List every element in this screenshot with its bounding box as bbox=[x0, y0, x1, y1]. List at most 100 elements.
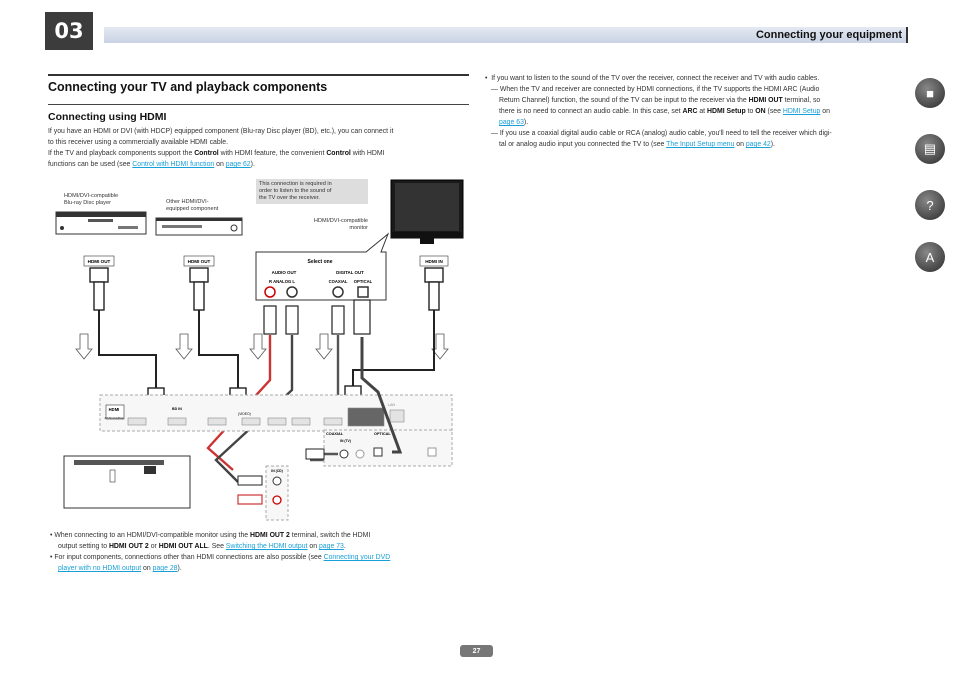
intro-line: functions can be used (see Control with … bbox=[48, 159, 473, 170]
select-one-label: Select one bbox=[307, 259, 332, 265]
label-line: Other HDMI/DVI- bbox=[166, 199, 209, 205]
text-bold: Control bbox=[194, 150, 219, 157]
header-bar bbox=[104, 27, 908, 43]
section-divider bbox=[48, 104, 469, 105]
index-icon[interactable]: A bbox=[915, 242, 945, 272]
text: on bbox=[141, 565, 153, 572]
help-icon[interactable]: ? bbox=[915, 190, 945, 220]
hdmi-setup-link[interactable]: HDMI Setup bbox=[782, 108, 821, 115]
panel-optical-label: OPTICAL bbox=[374, 432, 391, 436]
dash-item-cont: tal or analog audio input you connected … bbox=[485, 139, 905, 150]
page-number: 27 bbox=[460, 645, 493, 657]
panel-hdmi-label: HDMI bbox=[109, 407, 120, 412]
text: there is no need to connect an audio cab… bbox=[499, 108, 683, 115]
subsection-title: Connecting using HDMI bbox=[48, 111, 167, 123]
panel-bd-in-label: BD IN bbox=[172, 407, 182, 411]
section-rule bbox=[48, 74, 469, 76]
arc-note-box: This connection is required in order to … bbox=[256, 179, 368, 204]
note-item-cont: player with no HDMI output on page 28). bbox=[48, 563, 478, 574]
dash-item-cont: page 63). bbox=[485, 117, 905, 128]
note-line: the TV over the receiver. bbox=[259, 195, 320, 201]
text: (see bbox=[765, 108, 783, 115]
text: When the TV and receiver are connected b… bbox=[499, 86, 820, 93]
dash-item: — If you use a coaxial digital audio cab… bbox=[491, 130, 832, 137]
other-component-label: Other HDMI/DVI- equipped component bbox=[166, 199, 218, 213]
connection-diagram: HDMI OUT HDMI OUT HDMI IN Select one AUD… bbox=[55, 179, 464, 521]
page-73-link[interactable]: page 73 bbox=[318, 543, 344, 550]
note-item: • When connecting to an HDMI/DVI-compati… bbox=[50, 532, 371, 539]
text: at bbox=[697, 108, 708, 115]
text: on bbox=[214, 161, 226, 168]
section-title: Connecting your TV and playback componen… bbox=[48, 80, 328, 94]
text: with HDMI bbox=[350, 150, 385, 157]
switching-hdmi-output-link[interactable]: Switching the HDMI output bbox=[225, 543, 308, 550]
chapter-number: 03 bbox=[45, 12, 93, 50]
note-line: order to listen to the sound of bbox=[259, 188, 332, 194]
dash-item: — When the TV and receiver are connected… bbox=[491, 86, 820, 93]
monitor-label: HDMI/DVI-compatible monitor bbox=[296, 218, 368, 232]
text: on bbox=[820, 108, 830, 115]
panel-coaxial-label: COAXIAL bbox=[326, 432, 344, 436]
label-line: monitor bbox=[349, 225, 368, 231]
text: ). bbox=[177, 565, 182, 572]
input-setup-menu-link[interactable]: The Input Setup menu bbox=[666, 141, 735, 148]
intro-paragraph: If you have an HDMI or DVI (with HDCP) e… bbox=[48, 126, 473, 170]
text: functions can be used (see bbox=[48, 161, 133, 168]
bd-hdmi-out-label: HDMI OUT bbox=[88, 259, 111, 264]
text: on bbox=[734, 141, 746, 148]
text: If you want to listen to the sound of th… bbox=[491, 75, 820, 82]
text: or bbox=[148, 543, 159, 550]
bullet-item: • If you want to listen to the sound of … bbox=[485, 75, 820, 82]
tv-monitor-icon bbox=[390, 179, 464, 244]
intro-line: to this receiver using a commercially av… bbox=[48, 139, 228, 146]
book-icon[interactable]: ■ bbox=[915, 78, 945, 108]
text-bold: ARC bbox=[682, 108, 698, 115]
text: terminal, so bbox=[782, 97, 821, 104]
label-line: Blu-ray Disc player bbox=[64, 200, 111, 206]
page-42-link[interactable]: page 42 bbox=[745, 141, 771, 148]
text: ). bbox=[770, 141, 775, 148]
page-62-link[interactable]: page 62 bbox=[225, 161, 251, 168]
text: ). bbox=[250, 161, 255, 168]
text: When connecting to an HDMI/DVI-compatibl… bbox=[54, 532, 251, 539]
note-item-cont: output setting to HDMI OUT 2 or HDMI OUT… bbox=[48, 541, 478, 552]
panel-video-label: (VIDEO) bbox=[238, 412, 251, 416]
control-hdmi-link[interactable]: Control with HDMI function bbox=[132, 161, 215, 168]
label-line: HDMI/DVI-compatible bbox=[313, 218, 368, 224]
panel-lan-label: LAN bbox=[388, 403, 395, 407]
text: tal or analog audio input you connected … bbox=[499, 141, 667, 148]
text: ). bbox=[523, 119, 529, 126]
page-28-link[interactable]: page 28 bbox=[152, 565, 178, 572]
other-hdmi-out-label: HDMI OUT bbox=[188, 259, 211, 264]
panel-in-tv-label: IN (TV) bbox=[340, 439, 351, 443]
text: If you use a coaxial digital audio cable… bbox=[499, 130, 832, 137]
remote-icon[interactable]: ▤ bbox=[915, 134, 945, 164]
note-item: • For input components, connections othe… bbox=[50, 554, 391, 561]
text-bold: HDMI OUT 2 bbox=[250, 532, 290, 539]
audio-out-label: AUDIO OUT bbox=[272, 270, 297, 275]
connecting-dvd-link-cont[interactable]: player with no HDMI output bbox=[58, 565, 142, 572]
panel-in-cd-label: IN (CD) bbox=[271, 469, 283, 473]
coaxial-label: COAXIAL bbox=[329, 279, 348, 284]
text-bold: HDMI Setup bbox=[707, 108, 746, 115]
intro-line: If the TV and playback components suppor… bbox=[48, 148, 473, 159]
text: Return Channel) function, the sound of t… bbox=[499, 97, 749, 104]
text: on bbox=[307, 543, 319, 550]
optical-label: OPTICAL bbox=[354, 279, 373, 284]
text: . See bbox=[207, 543, 226, 550]
text: to bbox=[745, 108, 756, 115]
text-bold: HDMI OUT 2 bbox=[108, 543, 149, 550]
text-bold: HDMI OUT ALL bbox=[158, 543, 208, 550]
connecting-dvd-link[interactable]: Connecting your DVD bbox=[323, 554, 391, 561]
text-bold: Control bbox=[326, 150, 351, 157]
header-title: Connecting your equipment bbox=[755, 29, 902, 41]
page-63-link[interactable]: page 63 bbox=[499, 119, 524, 126]
text-bold: ON bbox=[755, 108, 766, 115]
label-line: HDMI/DVI-compatible bbox=[64, 193, 119, 199]
text: with HDMI feature, the convenient bbox=[218, 150, 327, 157]
text: If the TV and playback components suppor… bbox=[48, 150, 195, 157]
other-component-icon bbox=[155, 217, 243, 236]
right-column: • If you want to listen to the sound of … bbox=[485, 73, 905, 150]
tv-hdmi-in-label: HDMI IN bbox=[425, 259, 443, 264]
analog-rl-label: R ANALOG L bbox=[269, 279, 295, 284]
